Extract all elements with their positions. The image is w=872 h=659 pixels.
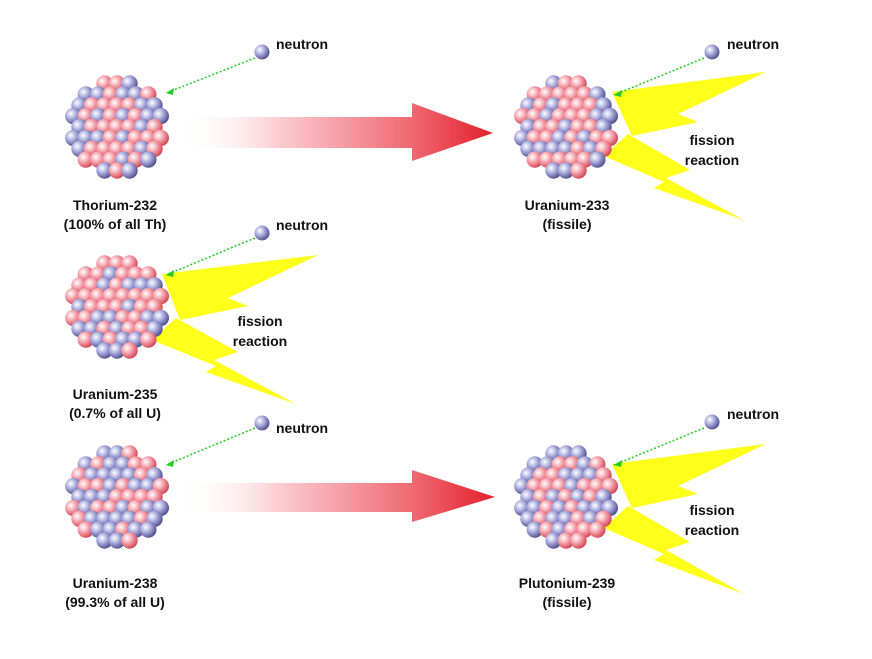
- isotope-note: (fissile): [542, 216, 592, 232]
- neutron-path-1: [165, 57, 256, 94]
- neutron-path-3-head: [166, 270, 174, 277]
- nucleus-uranium-238: [65, 445, 169, 549]
- free-neutron-1: [254, 44, 270, 60]
- nucleon-neutron: [108, 532, 126, 549]
- isotope-name: Uranium-238: [72, 575, 158, 591]
- caption-thorium-232: Thorium-232 (100% of all Th): [40, 196, 190, 234]
- neutron-path-5: [613, 427, 705, 466]
- fission-reaction-label: fission reaction: [677, 500, 747, 540]
- free-neutron-4: [254, 415, 270, 431]
- nucleon-proton: [589, 521, 606, 538]
- isotope-note: (fissile): [542, 594, 592, 610]
- nucleon-proton: [121, 342, 138, 359]
- transmutation-arrow-thorium: [180, 103, 493, 161]
- neutron-label: neutron: [276, 36, 329, 52]
- neutron-label: neutron: [727, 406, 780, 422]
- isotope-note: (100% of all Th): [63, 216, 167, 232]
- fission-lightning-uranium-235: [152, 255, 318, 404]
- nucleon-neutron: [589, 151, 606, 168]
- isotope-name: Thorium-232: [72, 197, 157, 213]
- free-neutron-2: [704, 44, 720, 60]
- neutron-path-2-head: [614, 90, 622, 97]
- nucleon-proton: [77, 151, 95, 168]
- nucleon-proton: [140, 331, 157, 348]
- caption-uranium-238: Uranium-238 (99.3% of all U): [40, 574, 190, 612]
- fission-lightning-plutonium-239: [604, 444, 766, 594]
- nucleon-neutron: [545, 532, 562, 549]
- nucleon-proton: [77, 331, 95, 348]
- transmutation-arrow-uranium-238: [180, 470, 495, 522]
- nucleon-neutron: [96, 342, 113, 359]
- fission-word: fission: [689, 132, 735, 148]
- caption-plutonium-239: Plutonium-239 (fissile): [492, 574, 642, 612]
- nucleon-neutron: [140, 151, 157, 168]
- nucleon-neutron: [96, 162, 113, 179]
- nucleus-uranium-235: [65, 255, 169, 359]
- fission-word: fission: [237, 313, 283, 329]
- reaction-word: reaction: [232, 333, 288, 349]
- neutron-label: neutron: [276, 217, 329, 233]
- isotope-note: (99.3% of all U): [65, 594, 165, 610]
- nucleus-uranium-233: [514, 75, 618, 179]
- nucleus-plutonium-239: [514, 445, 618, 549]
- nucleon-neutron: [121, 162, 138, 179]
- nucleon-neutron: [545, 162, 562, 179]
- nucleon-proton: [526, 151, 543, 168]
- nucleon-neutron: [557, 162, 575, 179]
- free-neutron-5: [704, 414, 720, 430]
- nucleon-proton: [121, 532, 138, 549]
- reaction-word: reaction: [684, 152, 740, 168]
- nucleus-thorium-232: [65, 75, 169, 179]
- nucleon-proton: [570, 162, 587, 179]
- neutron-label: neutron: [276, 420, 329, 436]
- isotope-name: Uranium-233: [524, 197, 610, 213]
- neutron-path-3: [165, 237, 256, 276]
- nucleon-neutron: [140, 521, 157, 538]
- neutron-label: neutron: [727, 36, 780, 52]
- nucleon-proton: [77, 521, 95, 538]
- neutron-path-1-head: [166, 88, 174, 95]
- neutron-path-4-head: [166, 460, 174, 467]
- fission-reaction-label: fission reaction: [677, 130, 747, 170]
- nucleon-neutron: [526, 521, 543, 538]
- nucleon-neutron: [96, 532, 113, 549]
- fission-reaction-label: fission reaction: [225, 311, 295, 351]
- isotope-note: (0.7% of all U): [69, 405, 161, 421]
- neutron-path-4: [165, 427, 256, 466]
- nucleon-proton: [557, 532, 575, 549]
- neutron-path-2: [613, 57, 705, 96]
- fission-word: fission: [689, 502, 735, 518]
- isotope-name: Plutonium-239: [518, 575, 616, 591]
- reaction-word: reaction: [684, 522, 740, 538]
- fission-lightning-uranium-233: [604, 72, 766, 220]
- nucleon-proton: [108, 162, 126, 179]
- free-neutron-3: [254, 225, 270, 241]
- neutron-path-5-head: [614, 460, 622, 467]
- caption-uranium-235: Uranium-235 (0.7% of all U): [40, 385, 190, 423]
- nucleon-proton: [570, 532, 587, 549]
- nucleon-neutron: [108, 342, 126, 359]
- caption-uranium-233: Uranium-233 (fissile): [492, 196, 642, 234]
- isotope-name: Uranium-235: [72, 386, 158, 402]
